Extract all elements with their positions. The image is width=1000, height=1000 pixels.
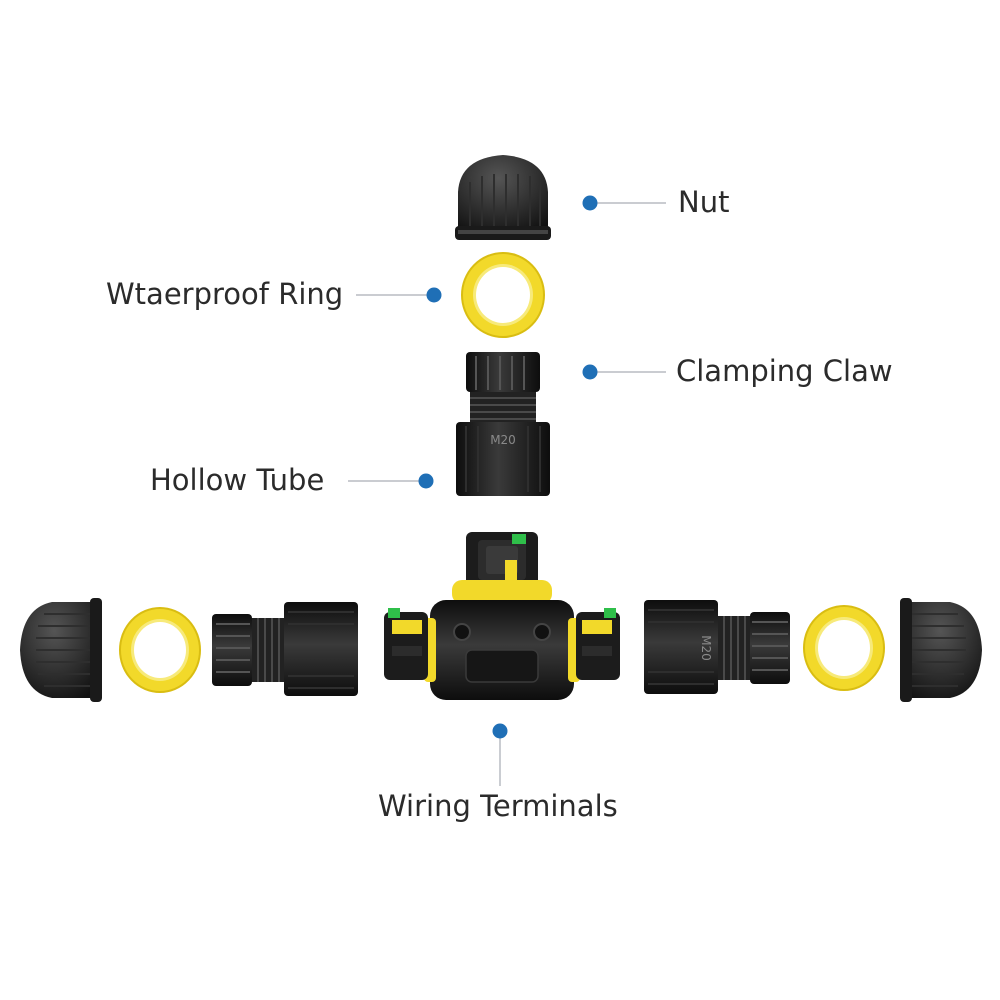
left-nut-part	[20, 598, 102, 702]
label-nut: Nut	[678, 185, 730, 219]
thread-marking-top: M20	[490, 433, 516, 447]
label-waterproof-ring: Wtaerproof Ring	[106, 277, 344, 311]
clamping-claw-part	[466, 352, 540, 424]
thread-marking-right: M20	[699, 635, 713, 661]
callout-hollow-tube	[348, 473, 434, 489]
right-nut-part	[900, 598, 982, 702]
left-claw-tube-part	[212, 602, 358, 696]
label-hollow-tube: Hollow Tube	[150, 463, 325, 497]
callout-nut	[582, 195, 666, 211]
label-clamping-claw: Clamping Claw	[676, 354, 893, 388]
callout-dot	[418, 473, 434, 489]
callout-dot	[492, 723, 508, 739]
callout-dot	[426, 287, 442, 303]
right-waterproof-ring-part	[803, 605, 885, 691]
callout-waterproof-ring	[356, 287, 442, 303]
nut-part	[455, 155, 551, 240]
callout-dot	[582, 364, 598, 380]
right-claw-tube-part: M20	[644, 600, 790, 694]
t-junction-body	[384, 532, 620, 700]
label-wiring-terminals: Wiring Terminals	[378, 789, 618, 823]
callout-clamping-claw	[582, 364, 666, 380]
callout-wiring-terminals	[492, 723, 508, 786]
hollow-tube-part: M20	[456, 422, 550, 496]
waterproof-ring-part	[461, 252, 545, 338]
left-waterproof-ring-part	[119, 607, 201, 693]
callout-dot	[582, 195, 598, 211]
